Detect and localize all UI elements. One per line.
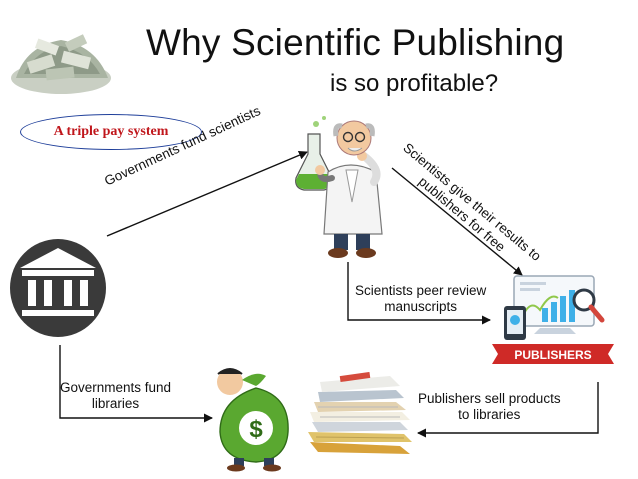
journals-stack-icon: [308, 372, 412, 454]
money-bag-icon: $: [217, 368, 289, 472]
triple-pay-badge: A triple pay system: [20, 114, 202, 150]
publishers-dashboard-icon: [504, 275, 605, 340]
dollar-sign: $: [249, 416, 263, 443]
label-publishers-sell: Publishers sell products to libraries: [418, 391, 561, 422]
badge-text: A triple pay system: [53, 124, 169, 139]
arrow-peer-review: [347, 262, 491, 325]
label-gov-fund-libraries: Governments fund libraries: [60, 380, 172, 411]
page-title: Why Scientific Publishing: [146, 22, 565, 63]
arrow-gov-to-scientist: [106, 150, 308, 237]
publishers-label: PUBLISHERS: [514, 348, 591, 362]
page-subtitle: is so profitable?: [330, 70, 499, 97]
label-peer-review: Scientists peer review manuscripts: [355, 283, 487, 314]
scientist-icon: [295, 116, 383, 258]
arrow-gov-to-libraries: [59, 345, 213, 423]
publishers-banner: PUBLISHERS: [492, 344, 614, 364]
arrow-scientist-to-publishers: [391, 167, 523, 276]
arrow-publishers-to-libraries: [417, 382, 599, 438]
government-building-icon: [10, 239, 106, 337]
money-pile-icon: [11, 34, 111, 94]
